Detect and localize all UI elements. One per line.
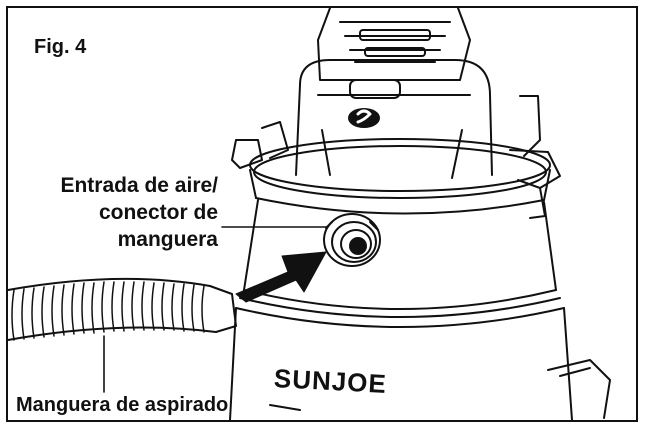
lid-latches (231, 95, 561, 219)
vacuum-hose (7, 277, 237, 341)
motor-head (295, 59, 493, 179)
air-intake-port (323, 213, 381, 267)
tank-body (229, 197, 611, 421)
motor-head-handle (317, 7, 471, 81)
brand-logo-text: SUNJOE (273, 363, 388, 399)
air-intake-callout-line-2: conector de (98, 201, 218, 224)
air-intake-callout-line-3: manguera (117, 228, 218, 251)
air-intake-callout: Entrada de aire/ conector de manguera (28, 172, 218, 253)
vacuum-hose-callout: Manguera de aspirado (16, 394, 229, 416)
figure-number: Fig. 4 (34, 36, 87, 58)
callout-leaders (103, 226, 329, 393)
hose-ribs (11, 281, 205, 341)
lid-rim (249, 138, 551, 201)
air-intake-callout-line-1: Entrada de aire/ (60, 174, 218, 197)
figure-frame (6, 6, 638, 422)
pointer-arrow-icon (235, 251, 327, 303)
